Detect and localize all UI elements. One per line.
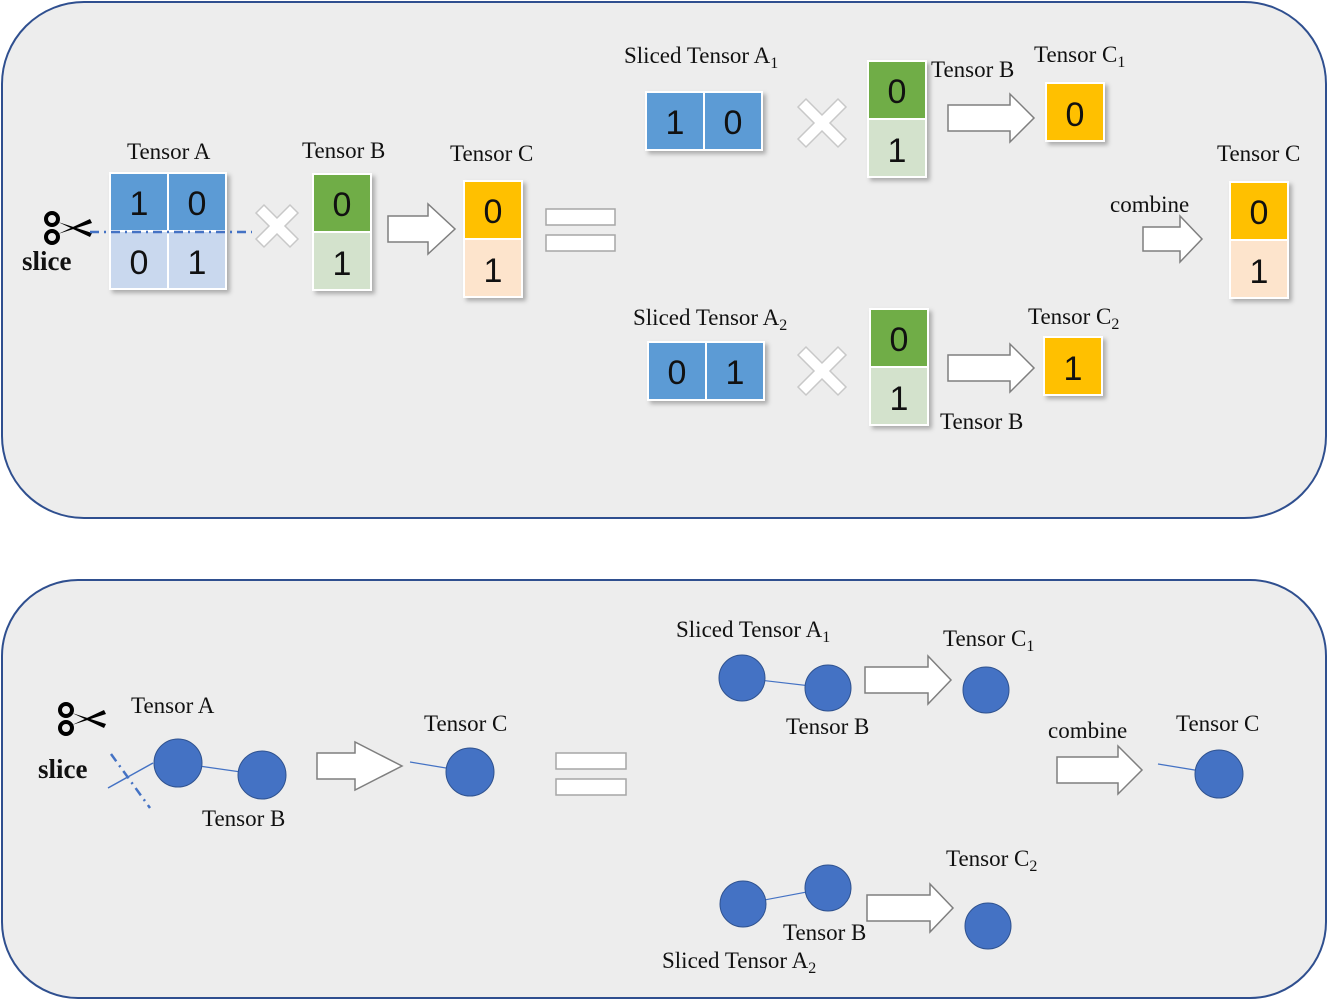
result-tensor-c-node — [1194, 749, 1244, 799]
tensor-c2-node — [964, 902, 1012, 950]
sliced-tensor-a2-label: Sliced Tensor A2 — [633, 305, 787, 334]
tensor-c1-cell: 0 — [1066, 96, 1085, 134]
sliced-a2-node — [719, 880, 767, 928]
result-tensor-c-vector — [1229, 181, 1289, 299]
tensor-c2-cell-box — [1043, 336, 1103, 396]
tensor-a-cell: 1 — [130, 185, 149, 223]
tensor-c-vector — [463, 180, 523, 298]
bottom-panel: slice Tensor A Tensor B Tensor C Sliced … — [1, 579, 1327, 999]
multiply-icon — [254, 203, 300, 249]
tensor-b2-vector — [869, 308, 929, 426]
tensor-b1-label: Tensor B — [786, 714, 869, 739]
sliced-a1-node — [718, 654, 766, 702]
combine-label: combine — [1048, 718, 1127, 743]
tensor-b1-vector — [867, 60, 927, 178]
equals-icon — [555, 752, 627, 796]
tensor-b2-label: Tensor B — [940, 409, 1023, 434]
equals-icon — [545, 208, 616, 252]
bottom-panel-background — [1, 579, 1327, 999]
cut-edge — [107, 762, 154, 789]
sliced-tensor-a1-label: Sliced Tensor A1 — [624, 43, 778, 72]
tensor-b-cell: 0 — [333, 186, 352, 224]
tensor-b2-cell: 0 — [890, 321, 909, 359]
tensor-a-cell: 1 — [188, 244, 207, 282]
slice-label: slice — [38, 754, 87, 784]
tensor-c2-cell: 1 — [1064, 350, 1083, 388]
arrow-right-icon — [1056, 744, 1144, 796]
tensor-c1-node — [962, 666, 1010, 714]
top-panel: slice Tensor A 1 0 0 1 Tensor B 0 1 Tens… — [1, 1, 1327, 519]
arrow-right-icon — [316, 740, 404, 792]
tensor-b-label: Tensor B — [302, 138, 385, 163]
tensor-c2-label: Tensor C2 — [946, 846, 1037, 875]
sliced-tensor-a2-label: Sliced Tensor A2 — [662, 948, 816, 977]
tensor-b-vector — [312, 173, 372, 291]
sliced-tensor-a1-label: Sliced Tensor A1 — [676, 617, 830, 646]
tensor-b2-node — [804, 864, 852, 912]
tensor-a-label: Tensor A — [131, 693, 215, 718]
tensor-c-label: Tensor C — [424, 711, 507, 736]
tensor-b-node — [237, 750, 287, 800]
tensor-c-label: Tensor C — [450, 141, 533, 166]
tensor-a-cell: 0 — [130, 244, 149, 282]
tensor-b-label: Tensor B — [202, 806, 285, 831]
tensor-a-node — [153, 738, 203, 788]
sliced-tensor-a2 — [647, 341, 765, 401]
slice-label: slice — [22, 246, 71, 276]
tensor-c-cell: 0 — [484, 193, 503, 231]
tensor-b1-cell: 0 — [888, 73, 907, 111]
sliced-a2-cell: 0 — [668, 354, 687, 392]
multiply-icon — [796, 345, 848, 397]
result-tensor-c-label: Tensor C — [1176, 711, 1259, 736]
result-tensor-c-cell: 1 — [1250, 253, 1269, 291]
arrow-right-icon — [864, 654, 953, 706]
tensor-b1-node — [804, 664, 852, 712]
tensor-b1-label: Tensor B — [931, 57, 1014, 82]
sliced-a1-cell: 1 — [666, 104, 685, 142]
tensor-b1-cell: 1 — [888, 132, 907, 170]
arrow-right-icon — [387, 202, 457, 256]
sliced-tensor-a1 — [645, 91, 763, 151]
tensor-a-label: Tensor A — [127, 139, 211, 164]
tensor-c1-label: Tensor C1 — [943, 626, 1034, 655]
tensor-c-node — [445, 747, 495, 797]
tensor-c1-label: Tensor C1 — [1034, 42, 1125, 71]
combine-label: combine — [1110, 192, 1189, 217]
tensor-a-cell: 0 — [188, 185, 207, 223]
tensor-c-cell: 1 — [484, 252, 503, 290]
arrow-right-icon — [947, 342, 1036, 394]
sliced-a1-cell: 0 — [724, 104, 743, 142]
tensor-b2-label: Tensor B — [783, 920, 866, 945]
arrow-right-icon — [1142, 214, 1204, 264]
tensor-b-cell: 1 — [333, 245, 352, 283]
tensor-c1-cell-box — [1045, 82, 1105, 142]
arrow-right-icon — [947, 92, 1036, 144]
result-tensor-c-cell: 0 — [1250, 194, 1269, 232]
result-tensor-c-label: Tensor C — [1217, 141, 1300, 166]
tensor-c2-label: Tensor C2 — [1028, 304, 1119, 333]
multiply-icon — [796, 97, 848, 149]
tensor-b2-cell: 1 — [890, 380, 909, 418]
arrow-right-icon — [866, 882, 955, 934]
sliced-a2-cell: 1 — [726, 354, 745, 392]
tensor-a-matrix — [109, 172, 227, 290]
